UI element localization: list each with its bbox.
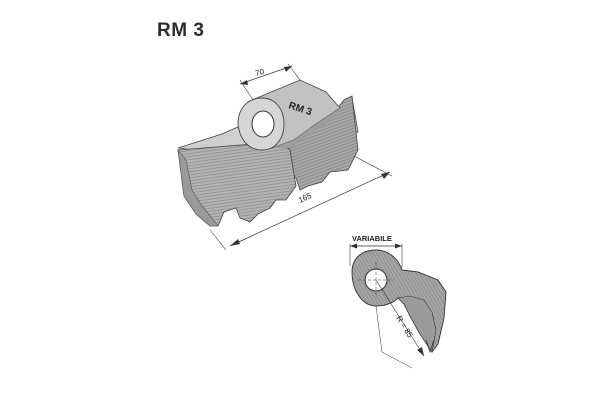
dimension-variable-label: VARIABILE <box>352 234 392 243</box>
hammer-isometric-view: RM 3 <box>177 79 359 227</box>
hammer-side-profile: R = 85 <box>351 249 447 369</box>
hammer-right-block <box>281 95 359 191</box>
dimension-width: 70 <box>239 63 301 101</box>
dimension-length-label: 165 <box>297 191 313 205</box>
profile-tooth <box>397 295 437 353</box>
hammer-bore-hole <box>251 110 275 138</box>
dimension-width-label: 70 <box>254 67 265 78</box>
page-title: RM 3 <box>157 20 205 41</box>
dimension-variable: VARIABILE <box>349 234 403 268</box>
profile-tip-slot <box>425 339 435 354</box>
hammer-front-bevel <box>177 148 219 227</box>
